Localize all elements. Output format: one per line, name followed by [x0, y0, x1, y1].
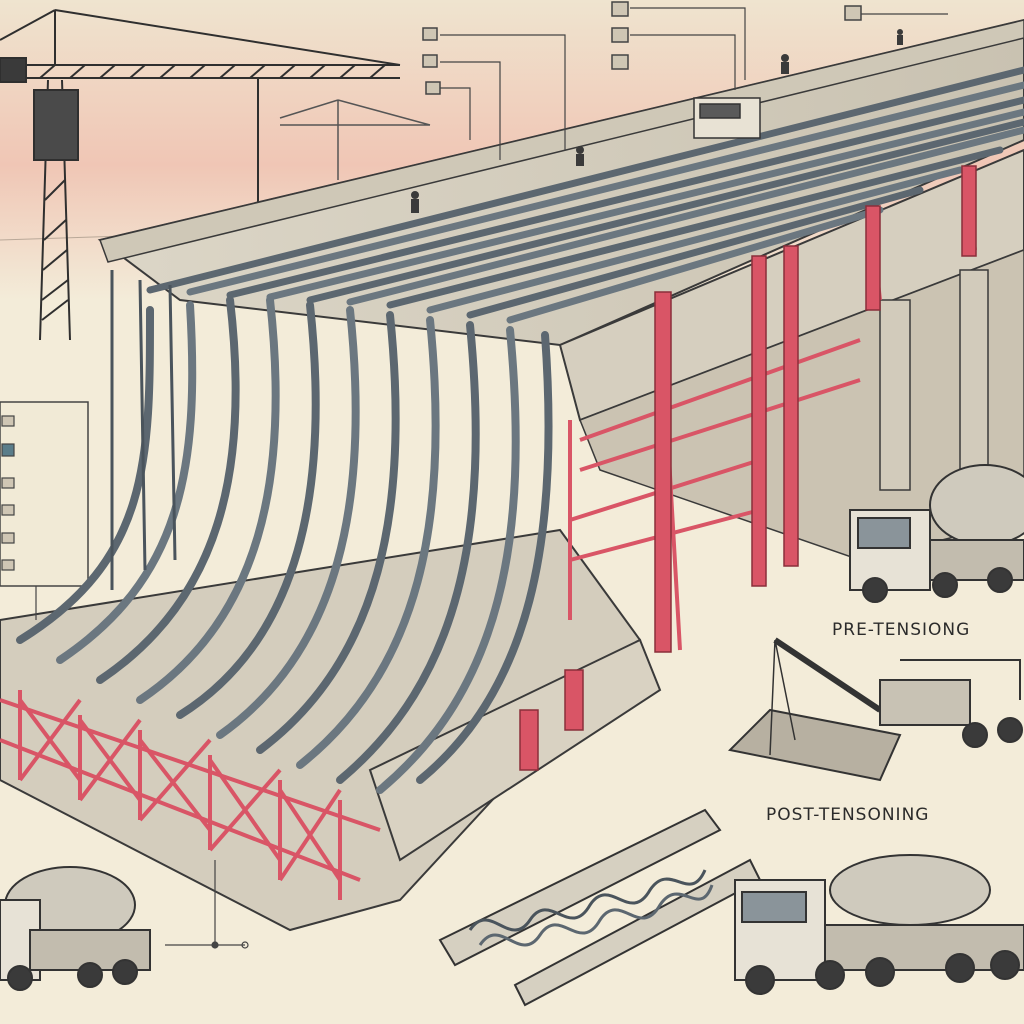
legend-swatches: [1, 415, 15, 571]
hanger-rods: [110, 270, 177, 590]
anchor-clamps: [519, 165, 977, 771]
callout-lines: [35, 7, 948, 949]
pier-columns: [879, 269, 989, 491]
post-tensioning-label: POST-TENSONING: [766, 805, 930, 825]
deck-edge-curb: [99, 19, 1024, 263]
legend-panel: [0, 401, 89, 587]
steel-scaffolding: [0, 690, 381, 900]
pre-tensioning-label: PRE-TENSIONG: [832, 620, 971, 640]
tower-crane: [0, 9, 401, 341]
tendon-bundle: [16, 66, 1024, 794]
precast-beam: [438, 808, 762, 1007]
workers: [411, 29, 903, 213]
beam-end-block: [368, 638, 662, 862]
distant-crane: [279, 99, 431, 180]
deck-vehicle: [693, 97, 761, 139]
callout-swatches: [422, 1, 862, 95]
mixer-truck-bottom-left: [0, 866, 151, 991]
mixer-truck-bottom-right: [734, 854, 1024, 995]
mobile-crane: [727, 637, 1023, 782]
mixer-truck-right: [849, 464, 1024, 603]
